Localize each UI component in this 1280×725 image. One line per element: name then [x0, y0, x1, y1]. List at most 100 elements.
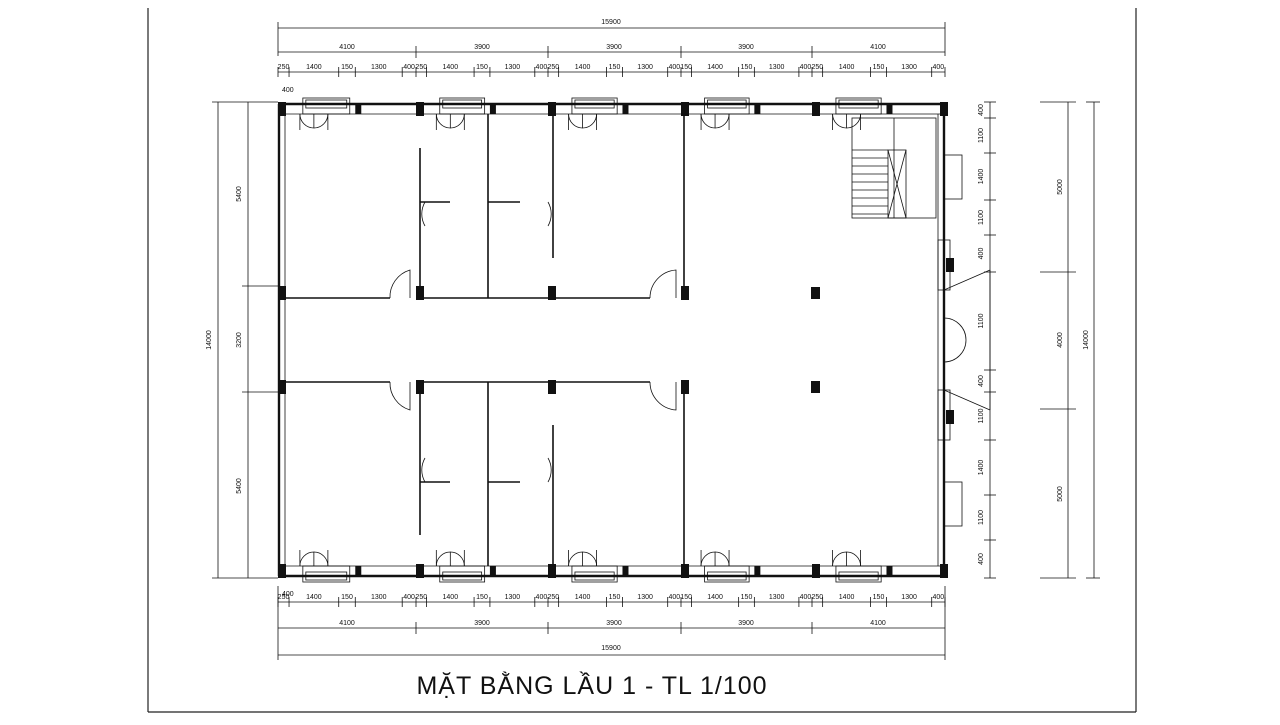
dim-left-part-3: 5400 [236, 478, 243, 494]
column [278, 380, 286, 394]
dim-left-part-1: 5400 [236, 186, 243, 202]
column [416, 102, 424, 116]
dim-detail-label: 1300 [637, 594, 653, 601]
dim-detail-label: 1300 [637, 64, 653, 71]
column [278, 102, 286, 116]
dim-detail-label: 150 [476, 64, 488, 71]
dim-detail-label: 400 [403, 594, 415, 601]
dim-detail-label: 400 [536, 64, 548, 71]
structural-columns [278, 102, 954, 578]
dim-detail-label: 1400 [575, 594, 591, 601]
dim-bottom-bay-4: 3900 [738, 620, 754, 627]
balcony-doors [299, 113, 861, 567]
dim-left-part-2: 3200 [236, 332, 243, 348]
dim-right-detail-label: 1100 [978, 510, 985, 525]
entrance-frames [937, 239, 991, 527]
column [416, 380, 424, 394]
dim-right-total: 14000 [1083, 330, 1090, 350]
dim-detail-label: 1300 [505, 594, 521, 601]
dim-detail-label: 400 [800, 64, 812, 71]
column [278, 564, 286, 578]
right-dimensions: 4001100140011004001100400110014001100400… [978, 101, 1100, 579]
dim-detail-label: 1300 [901, 64, 917, 71]
dim-right-detail-label: 1100 [978, 313, 985, 328]
dim-detail-label: 1400 [839, 594, 855, 601]
exterior-walls [277, 102, 946, 578]
column [548, 286, 556, 300]
column [681, 286, 689, 300]
dim-detail-label: 150 [680, 594, 692, 601]
dim-detail-label: 400 [669, 594, 681, 601]
dim-detail-label: 150 [341, 64, 353, 71]
dim-top-window: 400 [282, 87, 294, 94]
dim-detail-label: 1400 [306, 594, 322, 601]
dim-detail-label: 250 [547, 594, 559, 601]
dim-detail-label: 250 [811, 64, 823, 71]
column [548, 564, 556, 578]
dim-detail-label: 1400 [707, 594, 723, 601]
dim-detail-label: 400 [403, 64, 415, 71]
dim-detail-label: 150 [680, 64, 692, 71]
dim-right-part-1: 5000 [1057, 179, 1064, 195]
dim-right-detail-label: 1400 [978, 169, 985, 185]
dim-top-total: 15900 [601, 19, 621, 26]
dim-detail-label: 250 [415, 64, 427, 71]
dim-detail-label: 250 [278, 594, 290, 601]
dim-bottom-bay-2: 3900 [474, 620, 490, 627]
dim-detail-label: 1400 [839, 64, 855, 71]
column [548, 102, 556, 116]
dim-detail-label: 1400 [707, 64, 723, 71]
staircase [851, 117, 963, 219]
dim-detail-label: 400 [933, 594, 945, 601]
wall-windows [302, 97, 893, 583]
dim-bottom-bay-5: 4100 [870, 620, 886, 627]
dim-detail-label: 150 [476, 594, 488, 601]
dim-bottom-bay-3: 3900 [606, 620, 622, 627]
dim-detail-label: 150 [609, 594, 621, 601]
column [681, 102, 689, 116]
door-swings [389, 201, 967, 483]
dim-top-bay-2: 3900 [474, 44, 490, 51]
column [940, 564, 948, 578]
dim-right-detail-label: 1100 [978, 408, 985, 423]
dim-bottom-total: 15900 [601, 645, 621, 652]
dim-top-bay-4: 3900 [738, 44, 754, 51]
interior-column [811, 287, 820, 299]
dim-right-detail-label: 1100 [978, 128, 985, 143]
dim-bottom-bay-1: 4100 [339, 620, 355, 627]
dim-detail-label: 1400 [306, 64, 322, 71]
column [681, 564, 689, 578]
dim-detail-label: 1400 [443, 64, 459, 71]
dim-detail-label: 150 [741, 594, 753, 601]
column [278, 286, 286, 300]
dim-right-part-2: 4000 [1057, 332, 1064, 348]
column [940, 102, 948, 116]
column [416, 564, 424, 578]
dim-right-detail-label: 1100 [978, 210, 985, 225]
dim-top-bay-3: 3900 [606, 44, 622, 51]
dim-detail-label: 1300 [769, 594, 785, 601]
dim-detail-label: 1300 [371, 594, 387, 601]
dim-right-detail-label: 1400 [978, 460, 985, 476]
dim-bottom-window: 400 [282, 591, 294, 598]
dim-detail-label: 400 [536, 594, 548, 601]
dim-detail-label: 1300 [505, 64, 521, 71]
column [812, 102, 820, 116]
dim-detail-label: 250 [415, 594, 427, 601]
dim-right-part-3: 5000 [1057, 486, 1064, 502]
column [548, 380, 556, 394]
dim-top-bay-1: 4100 [339, 44, 355, 51]
interior-partitions [285, 114, 685, 566]
dim-right-detail-label: 400 [978, 375, 985, 387]
left-dimensions: 14000 5400 3200 5400 [206, 101, 278, 579]
dim-detail-label: 150 [741, 64, 753, 71]
dim-right-detail-label: 400 [978, 248, 985, 260]
dim-detail-label: 150 [609, 64, 621, 71]
dim-top-bay-5: 4100 [870, 44, 886, 51]
dim-detail-label: 1300 [769, 64, 785, 71]
